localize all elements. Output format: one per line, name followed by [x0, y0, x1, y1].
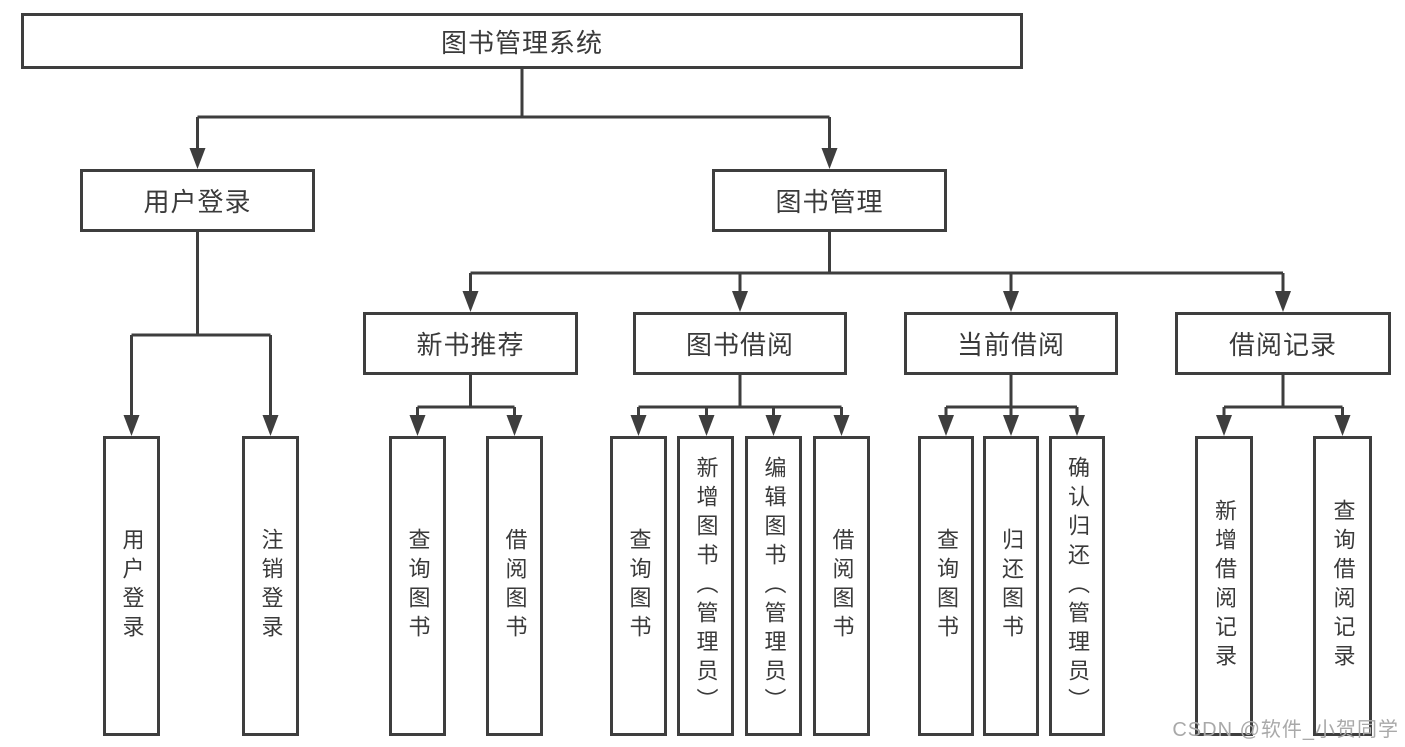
leaf-cb-query-books-label: 查询图书 — [934, 528, 959, 644]
node-borrowing-records: 借阅记录 — [1175, 312, 1391, 375]
connector-root-to-level2 — [196, 69, 831, 150]
leaf-br-query-record-label: 查询借阅记录 — [1330, 499, 1356, 673]
node-current-borrowing-label: 当前借阅 — [956, 330, 1065, 360]
leaf-nb-query-books-label: 查询图书 — [405, 528, 431, 644]
leaf-bb-query-books-label: 查询图书 — [626, 528, 652, 644]
leaf-user-login: 用户登录 — [103, 436, 160, 736]
node-borrowing-records-label: 借阅记录 — [1228, 330, 1337, 360]
leaf-user-login-label: 用户登录 — [119, 528, 145, 644]
leaf-logout: 注销登录 — [242, 436, 299, 736]
node-book-borrowing-label: 图书借阅 — [685, 330, 794, 360]
node-book-management-label: 图书管理 — [775, 187, 884, 217]
leaf-cb-return-books-label: 归还图书 — [999, 528, 1024, 644]
leaf-bb-edit-books-admin-label: 编辑图书（管理员） — [761, 455, 787, 717]
leaf-bb-borrow-books-label: 借阅图书 — [829, 528, 855, 644]
leaf-bb-add-books-admin-label: 新增图书（管理员） — [693, 455, 719, 717]
node-user-login-label: 用户登录 — [143, 187, 252, 217]
connector-book-borrow-branch — [637, 375, 843, 417]
node-book-management: 图书管理 — [712, 169, 947, 232]
leaf-bb-borrow-books: 借阅图书 — [813, 436, 870, 736]
leaf-logout-label: 注销登录 — [258, 528, 284, 644]
leaf-nb-query-books: 查询图书 — [389, 436, 446, 736]
connector-user-login-branch — [130, 232, 272, 417]
node-new-book-recommend: 新书推荐 — [363, 312, 578, 375]
node-root: 图书管理系统 — [21, 13, 1023, 69]
node-new-book-recommend-label: 新书推荐 — [416, 330, 525, 360]
connector-new-books-branch — [416, 375, 516, 417]
node-current-borrowing: 当前借阅 — [904, 312, 1118, 375]
node-book-borrowing: 图书借阅 — [633, 312, 847, 375]
leaf-cb-confirm-return-admin: 确认归还（管理员） — [1049, 436, 1105, 736]
node-user-login: 用户登录 — [80, 169, 315, 232]
leaf-bb-query-books: 查询图书 — [610, 436, 667, 736]
leaf-cb-query-books: 查询图书 — [918, 436, 974, 736]
leaf-bb-edit-books-admin: 编辑图书（管理员） — [745, 436, 802, 736]
leaf-bb-add-books-admin: 新增图书（管理员） — [677, 436, 734, 736]
csdn-watermark: CSDN @软件_小贺同学 — [1172, 719, 1399, 741]
leaf-br-query-record: 查询借阅记录 — [1313, 436, 1372, 736]
connector-current-borrow-branch — [944, 375, 1079, 417]
leaf-br-add-record: 新增借阅记录 — [1195, 436, 1253, 736]
connector-borrow-records-branch — [1222, 375, 1344, 417]
leaf-br-add-record-label: 新增借阅记录 — [1212, 499, 1237, 673]
leaf-nb-borrow-books-label: 借阅图书 — [502, 528, 528, 644]
leaf-cb-return-books: 归还图书 — [983, 436, 1039, 736]
leaf-cb-confirm-return-admin-label: 确认归还（管理员） — [1065, 455, 1090, 717]
leaf-nb-borrow-books: 借阅图书 — [486, 436, 543, 736]
connector-book-mgmt-to-level3 — [469, 232, 1285, 293]
node-root-label: 图书管理系统 — [440, 27, 603, 58]
